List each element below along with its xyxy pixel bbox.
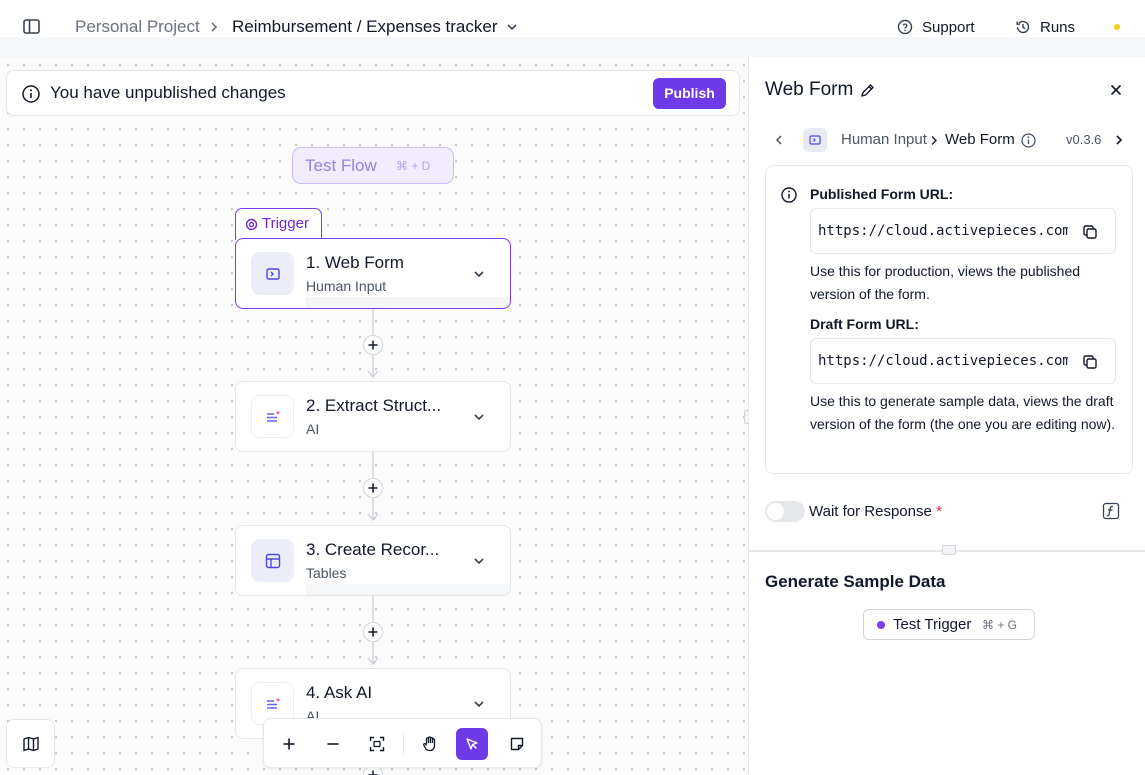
step-subtitle: AI: [306, 421, 320, 437]
breadcrumb-action[interactable]: Web Form: [945, 131, 1015, 148]
step-title: 3. Create Recor...: [306, 540, 440, 559]
ai-text-icon: [251, 395, 294, 438]
chevron-left-icon[interactable]: [773, 133, 785, 147]
plus-icon: [368, 340, 378, 350]
plus-icon: [368, 627, 378, 637]
generate-sample-data-heading: Generate Sample Data: [765, 572, 946, 591]
web-form-icon: [251, 252, 294, 295]
draft-url-value[interactable]: https://cloud.activepieces.com/: [818, 353, 1068, 369]
close-icon[interactable]: [1108, 82, 1124, 98]
wait-label-text: Wait for Response: [809, 503, 932, 520]
step-title: 1. Web Form: [306, 253, 404, 272]
required-mark: *: [936, 503, 942, 520]
sidebar-toggle-icon[interactable]: [22, 18, 42, 36]
wait-for-response-toggle[interactable]: [765, 501, 805, 522]
draft-url-label: Draft Form URL:: [810, 316, 919, 332]
toolbar-divider: [403, 733, 404, 755]
step-settings-panel: Web Form Human Input Web Form v0.3.6 Pub…: [749, 57, 1145, 775]
trigger-tag: Trigger: [235, 208, 322, 240]
test-trigger-shortcut: ⌘ + G: [982, 618, 1018, 632]
runs-button[interactable]: Runs: [1015, 16, 1075, 38]
info-icon[interactable]: [1020, 132, 1037, 149]
copy-icon[interactable]: [1081, 353, 1099, 371]
chevron-down-icon[interactable]: [472, 554, 486, 568]
node-shade: [306, 297, 510, 308]
trigger-icon: [245, 218, 258, 231]
breadcrumb-project[interactable]: Personal Project: [75, 17, 200, 36]
draft-url-field[interactable]: https://cloud.activepieces.com/: [810, 338, 1116, 384]
add-step-button[interactable]: [363, 478, 383, 498]
pencil-edit-icon[interactable]: [859, 82, 876, 99]
info-icon: [21, 84, 41, 104]
test-trigger-label: Test Trigger: [893, 616, 972, 633]
status-dot: [877, 621, 885, 629]
chevron-right-icon[interactable]: [1113, 133, 1125, 147]
zoom-out-icon[interactable]: [317, 728, 349, 760]
flow-canvas[interactable]: You have unpublished changes Publish Tes…: [0, 57, 748, 775]
support-button[interactable]: Support: [897, 16, 975, 38]
help-circle-icon: [897, 19, 913, 35]
web-form-icon: [803, 128, 827, 152]
test-flow-button[interactable]: Test Flow ⌘ + D: [292, 147, 454, 184]
version-label: v0.3.6: [1066, 132, 1102, 147]
hand-pan-icon[interactable]: [414, 728, 446, 760]
chevron-down-icon[interactable]: [505, 20, 519, 34]
add-step-button[interactable]: [363, 335, 383, 355]
wait-for-response-label: Wait for Response *: [809, 503, 942, 520]
trigger-tag-label: Trigger: [262, 215, 309, 232]
test-trigger-button[interactable]: Test Trigger ⌘ + G: [863, 609, 1035, 640]
resize-handle-icon[interactable]: [942, 545, 956, 555]
published-url-description: Use this for production, views the publi…: [810, 263, 1081, 302]
map-icon[interactable]: [6, 719, 55, 768]
sticky-note-icon[interactable]: [501, 728, 533, 760]
test-flow-label: Test Flow: [305, 156, 377, 175]
step-node-web-form[interactable]: 1. Web Form Human Input: [235, 238, 511, 309]
add-step-button[interactable]: [363, 622, 383, 642]
table-icon: [251, 539, 294, 582]
form-url-info-box: Published Form URL: https://cloud.active…: [765, 165, 1133, 474]
step-node-create-record[interactable]: 3. Create Recor... Tables: [235, 525, 511, 596]
zoom-in-icon[interactable]: [273, 728, 305, 760]
step-title: 2. Extract Struct...: [306, 396, 442, 415]
breadcrumb-piece[interactable]: Human Input: [841, 131, 927, 148]
chevron-right-icon: [929, 134, 939, 147]
canvas-toolbar: [263, 718, 542, 768]
chevron-down-icon[interactable]: [472, 267, 486, 281]
toggle-knob: [767, 503, 784, 520]
breadcrumb-flow-name[interactable]: Reimbursement / Expenses tracker: [232, 17, 498, 36]
panel-title: Web Form: [765, 79, 854, 100]
published-url-field[interactable]: https://cloud.activepieces.com/: [810, 208, 1116, 254]
ai-text-icon: [251, 682, 294, 725]
draft-url-description: Use this to generate sample data, views …: [810, 393, 1116, 432]
chevron-down-icon[interactable]: [472, 697, 486, 711]
published-url-value[interactable]: https://cloud.activepieces.com/: [818, 223, 1068, 239]
support-label: Support: [922, 18, 975, 36]
history-icon: [1015, 19, 1031, 35]
publish-button[interactable]: Publish: [653, 78, 726, 109]
step-subtitle: Human Input: [306, 278, 387, 294]
chevron-down-icon[interactable]: [472, 410, 486, 424]
plus-icon: [368, 770, 378, 775]
info-icon: [780, 186, 798, 204]
step-subtitle: Tables: [306, 565, 347, 581]
node-shade: [306, 584, 510, 595]
status-dot: [1114, 24, 1120, 30]
dynamic-value-icon[interactable]: [1102, 502, 1120, 520]
copy-icon[interactable]: [1081, 223, 1099, 241]
step-node-extract-structured[interactable]: 2. Extract Struct... AI: [235, 381, 511, 452]
unpublished-banner: You have unpublished changes Publish: [6, 70, 740, 116]
banner-message: You have unpublished changes: [50, 83, 286, 102]
step-title: 4. Ask AI: [306, 683, 373, 702]
runs-label: Runs: [1040, 18, 1076, 36]
fit-view-icon[interactable]: [361, 728, 393, 760]
plus-icon: [368, 483, 378, 493]
published-url-label: Published Form URL:: [810, 186, 954, 202]
chevron-right-icon: [208, 20, 220, 34]
select-pointer-icon[interactable]: [456, 728, 488, 760]
test-flow-shortcut: ⌘ + D: [396, 159, 431, 173]
top-strip: [0, 37, 1145, 57]
